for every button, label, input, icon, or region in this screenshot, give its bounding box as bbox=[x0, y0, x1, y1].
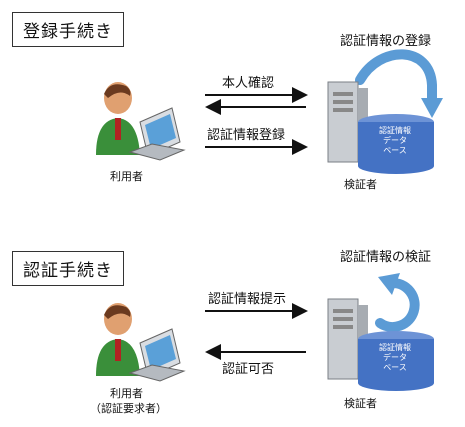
user-caption-registration: 利用者 bbox=[110, 170, 143, 183]
label-present-credential: 認証情報提示 bbox=[208, 292, 287, 307]
user-caption-auth-line1: 利用者 bbox=[110, 387, 143, 400]
registration-arrows bbox=[205, 49, 443, 155]
db-label-registration: 認証情報 データ ベース bbox=[358, 126, 432, 156]
authentication-title: 認証手続き bbox=[12, 251, 124, 286]
label-loop-verify: 認証情報の検証 bbox=[340, 250, 432, 265]
registration-loop-arrow bbox=[355, 49, 437, 105]
db-label-line-1: 認証情報 bbox=[379, 126, 411, 135]
label-auth-result: 認証可否 bbox=[222, 362, 275, 377]
authentication-arrows bbox=[205, 273, 420, 360]
user-caption-auth-line2: （認証要求者） bbox=[90, 402, 167, 415]
server-database-icon bbox=[318, 78, 448, 188]
user-person-icon bbox=[90, 80, 190, 165]
server-caption-authentication: 検証者 bbox=[344, 397, 377, 410]
authentication-loop-arrow bbox=[375, 277, 420, 332]
server-caption-registration: 検証者 bbox=[344, 178, 377, 191]
db-label-line-3: ベース bbox=[383, 146, 407, 155]
db-label-line-2: データ bbox=[383, 353, 407, 362]
registration-section: 登録手続き 本人確認 認証情報登録 認証情報の登録 利用者 bbox=[0, 0, 465, 210]
user-person-icon bbox=[90, 301, 190, 386]
label-credential-register: 認証情報登録 bbox=[207, 128, 286, 143]
db-label-line-2: データ bbox=[383, 136, 407, 145]
server-database-icon bbox=[318, 295, 448, 405]
db-label-line-3: ベース bbox=[383, 363, 407, 372]
registration-title: 登録手続き bbox=[12, 12, 124, 47]
db-label-authentication: 認証情報 データ ベース bbox=[358, 343, 432, 373]
label-identity-check: 本人確認 bbox=[222, 76, 275, 91]
db-label-line-1: 認証情報 bbox=[379, 343, 411, 352]
label-loop-register: 認証情報の登録 bbox=[340, 34, 432, 49]
authentication-section: 認証手続き 認証情報提示 認証可否 認証情報の検証 利用者 （認証要求者） bbox=[0, 215, 465, 425]
